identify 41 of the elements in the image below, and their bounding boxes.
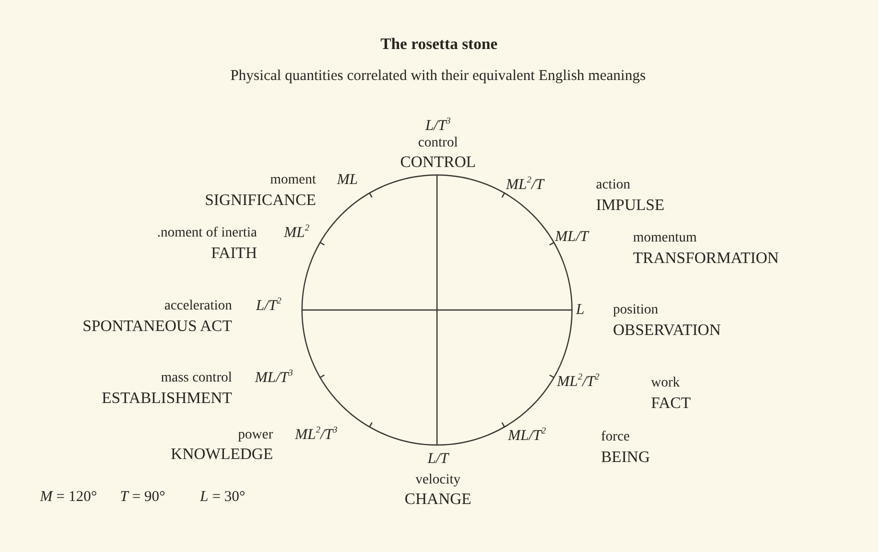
subtitle: Physical quantities correlated with their equivalent English meanings	[230, 68, 646, 84]
quantity-label: position	[613, 302, 658, 318]
meaning-label: BEING	[601, 449, 650, 467]
quantity-label: mass control	[160, 370, 232, 386]
quantity-label: .noment of inertia	[157, 225, 257, 241]
quantity-label: action	[596, 177, 630, 193]
formula-label: ML$^{2}$/T$^{3}$	[295, 426, 338, 444]
quantity-label: velocity	[415, 472, 461, 488]
formula-label: L/T$^{3}$	[425, 118, 451, 134]
quantity-label: moment	[270, 172, 316, 188]
formula-label: ML/T$^{3}$	[255, 370, 293, 386]
formula-label: ML$^{2}$/T	[506, 176, 544, 194]
meaning-label: OBSERVATION	[613, 322, 721, 340]
meaning-label: ESTABLISHMENT	[102, 390, 232, 408]
title: The rosetta stone	[379, 36, 499, 54]
formula-label: ML/T$^{2}$	[508, 428, 546, 444]
meaning-label: FAITH	[211, 245, 257, 263]
formula-label: ML	[337, 172, 358, 188]
formula-label: L/T$^{2}$	[256, 298, 282, 314]
angle-equation: M = 120°	[40, 488, 97, 506]
formula-label: ML$^{2}$/T$^{2}$	[557, 374, 600, 390]
quantity-label: power	[238, 427, 273, 443]
meaning-label: SPONTANEOUS ACT	[82, 318, 232, 336]
formula-label: ML$^{2}$	[284, 224, 310, 242]
meaning-label: FACT	[651, 395, 691, 413]
angle-equation: T = 90°	[120, 488, 166, 506]
meaning-label: KNOWLEDGE	[170, 446, 273, 464]
meaning-label: CONTROL	[400, 154, 476, 172]
meaning-label: TRANSFORMATION	[633, 250, 779, 268]
formula-label: ML/T	[555, 228, 588, 246]
quantity-label: momentum	[633, 230, 697, 246]
meaning-label: SIGNIFICANCE	[204, 192, 316, 210]
meaning-label: CHANGE	[404, 491, 472, 509]
quantity-label: control	[418, 135, 458, 151]
quantity-label: acceleration	[164, 298, 232, 314]
quantity-label: work	[651, 375, 680, 391]
formula-label: L	[576, 302, 584, 318]
meaning-label: IMPULSE	[596, 197, 664, 215]
angle-equation: L = 30°	[200, 488, 246, 506]
quantity-label: force	[601, 429, 630, 445]
formula-label: L/T	[428, 450, 448, 468]
